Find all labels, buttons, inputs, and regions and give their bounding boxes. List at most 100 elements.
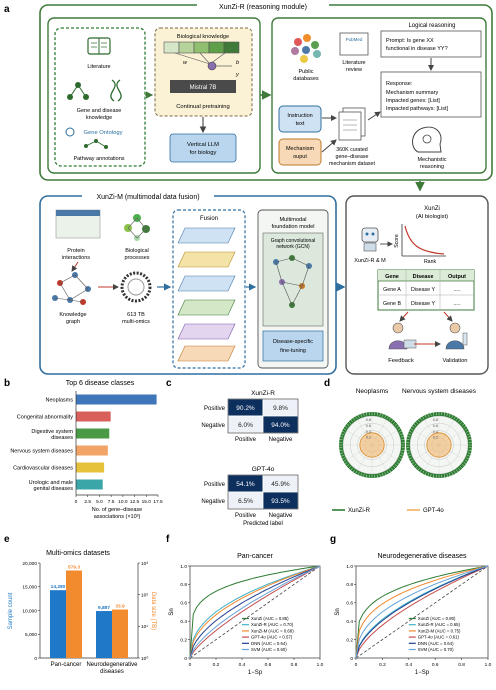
data-size-label: 33.9 xyxy=(115,604,125,610)
rank-label: Rank xyxy=(424,259,437,265)
instruction-box xyxy=(279,106,321,132)
panel-e: e Multi-omics datasets 05,00010,00015,00… xyxy=(4,534,156,675)
table-cell-r2c3: ..... xyxy=(453,301,460,307)
y-tick-label: 0 xyxy=(184,656,187,662)
data-size-bar xyxy=(112,610,128,658)
roc-legend-label: DNN (AUC = 0.64) xyxy=(251,641,287,646)
knowledge-graph-line-2: graph xyxy=(66,319,80,325)
gene-ontology-label: Gene Ontology xyxy=(84,130,123,136)
category-label: Congenital abnormality xyxy=(17,415,74,421)
arrow-mechanism-dataset xyxy=(322,140,336,152)
category-label: Neoplasms xyxy=(45,398,73,404)
prompt-box xyxy=(381,31,481,57)
ontology-icon xyxy=(66,128,74,136)
y2-tick-label: 10³ xyxy=(141,561,148,567)
cm-col-label: Positive xyxy=(235,513,257,519)
sample-count-label: 14,280 xyxy=(51,584,66,590)
response-line-1: Mechanism summary xyxy=(386,90,439,96)
table-cell-r2c2: Disease Y xyxy=(411,301,436,307)
table-cell-r1c3: ..... xyxy=(453,287,460,293)
panel-b-letter: b xyxy=(4,378,10,389)
pathway-icon xyxy=(84,139,108,149)
bio-processes-line-2: processes xyxy=(124,255,149,261)
y-tick-label: 0.2 xyxy=(180,637,187,643)
xunzi-m-title: XunZi-M (multimodal data fusion) xyxy=(96,194,199,201)
gene-disease-label-1: Gene and disease xyxy=(77,108,122,114)
category-label-line: diseases xyxy=(51,435,73,441)
cm-x-label: Predicted label xyxy=(243,521,283,527)
x-axis-label: 1−Sp xyxy=(248,670,263,676)
y-axis-label: Sample count xyxy=(8,592,14,629)
panel-a: a XunZi-R (reasoning module) Literature … xyxy=(4,0,492,374)
x-tick-label: 0.8 xyxy=(291,662,298,668)
fusion-label: Fusion xyxy=(200,216,218,222)
protein-screenshot-bar xyxy=(56,210,100,216)
vertical-llm-box xyxy=(170,134,236,162)
instruction-line-2: text xyxy=(296,121,305,127)
omics-ring-icon xyxy=(122,273,150,301)
finetune-box xyxy=(263,331,323,361)
cm-row-label: Positive xyxy=(204,482,226,488)
table-head-gene: Gene xyxy=(385,274,399,280)
x-tick-label: 12.5 xyxy=(130,499,140,505)
x-tick-label: 0.8 xyxy=(458,662,465,668)
arrow-protein-graph xyxy=(72,262,78,271)
y-tick-label: 10,000 xyxy=(22,608,37,614)
vertical-llm-line-2: for biology xyxy=(190,150,217,156)
panel-f-letter: f xyxy=(166,534,170,545)
cm-row-label: Positive xyxy=(204,406,226,412)
radar-gpt-area xyxy=(427,433,451,457)
roc-legend-label: SVM (AUC = 0.60) xyxy=(251,647,287,652)
gene-network-icon xyxy=(67,82,89,100)
bar xyxy=(76,480,103,490)
bio-knowledge-label: Biological knowledge xyxy=(177,34,229,40)
mfm-line-2: foundation model xyxy=(272,224,315,230)
prompt-line-1: Prompt: Is gene XX xyxy=(386,38,434,44)
y-tick-label: 0 xyxy=(34,656,37,662)
x-tick-label: 0 xyxy=(75,499,78,505)
instruction-line-1: Instruction xyxy=(287,113,312,119)
radar-tick-label: 0.2 xyxy=(433,436,438,440)
table-cell-r1c2: Disease Y xyxy=(411,287,436,293)
x-tick-label: 1.0 xyxy=(317,662,324,668)
knowledge-graph-line-1: Knowledge xyxy=(59,312,86,318)
y-axis-label: Sn xyxy=(335,608,341,615)
x-tick-label: 10.0 xyxy=(118,499,128,505)
multiomics-line-1: 613 TB xyxy=(127,312,145,318)
curated-line-3: mechanism dataset xyxy=(329,161,375,167)
score-label: Score xyxy=(394,234,400,248)
mechanism-box xyxy=(279,139,321,165)
data-size-bar xyxy=(66,571,82,658)
math-b: b xyxy=(236,60,239,66)
lit-review-line-2: review xyxy=(346,67,362,73)
x-tick-label: 1.0 xyxy=(485,662,492,668)
radar-tick-label: 0.6 xyxy=(433,424,438,428)
roc-legend-label: SVM (AUC = 0.70) xyxy=(418,647,454,652)
y-tick-label: 0.6 xyxy=(346,601,353,607)
category-label-line: genital diseases xyxy=(34,486,74,492)
cm-cell-value: 6.5% xyxy=(238,498,253,505)
x-tick-label: 0.2 xyxy=(379,662,386,668)
ai-bio-label: (AI biologist) xyxy=(416,214,448,220)
bar xyxy=(76,412,111,422)
knowledge-graph-icon xyxy=(52,272,91,305)
cm-cell-value: 45.9% xyxy=(271,481,290,488)
validation-label: Validation xyxy=(442,358,467,364)
score-curve xyxy=(405,226,444,254)
roc-title: Neurodegenerative diseases xyxy=(377,553,467,560)
panel-c-letter: c xyxy=(166,378,172,389)
y-tick-label: 0 xyxy=(350,656,353,662)
x-axis-label-line: associations (×10³) xyxy=(94,514,141,520)
roc-legend-label: XunZi-R (AUC = 0.65) xyxy=(418,622,461,627)
x-tick-label: 0 xyxy=(355,662,358,668)
y-tick-label: 0.8 xyxy=(180,582,187,588)
protein-line-1: Protein xyxy=(67,248,84,254)
panel-e-title: Multi-omics datasets xyxy=(46,550,110,557)
x-tick-label: 0.6 xyxy=(432,662,439,668)
xunzi-rm-label: XunZi-R & M xyxy=(354,258,386,264)
radar-tick-label: 0.4 xyxy=(366,430,371,434)
panel-f: f Pan-cancer000.20.20.40.40.60.60.80.81.… xyxy=(166,534,324,676)
public-db-line-1: Public xyxy=(299,69,314,75)
